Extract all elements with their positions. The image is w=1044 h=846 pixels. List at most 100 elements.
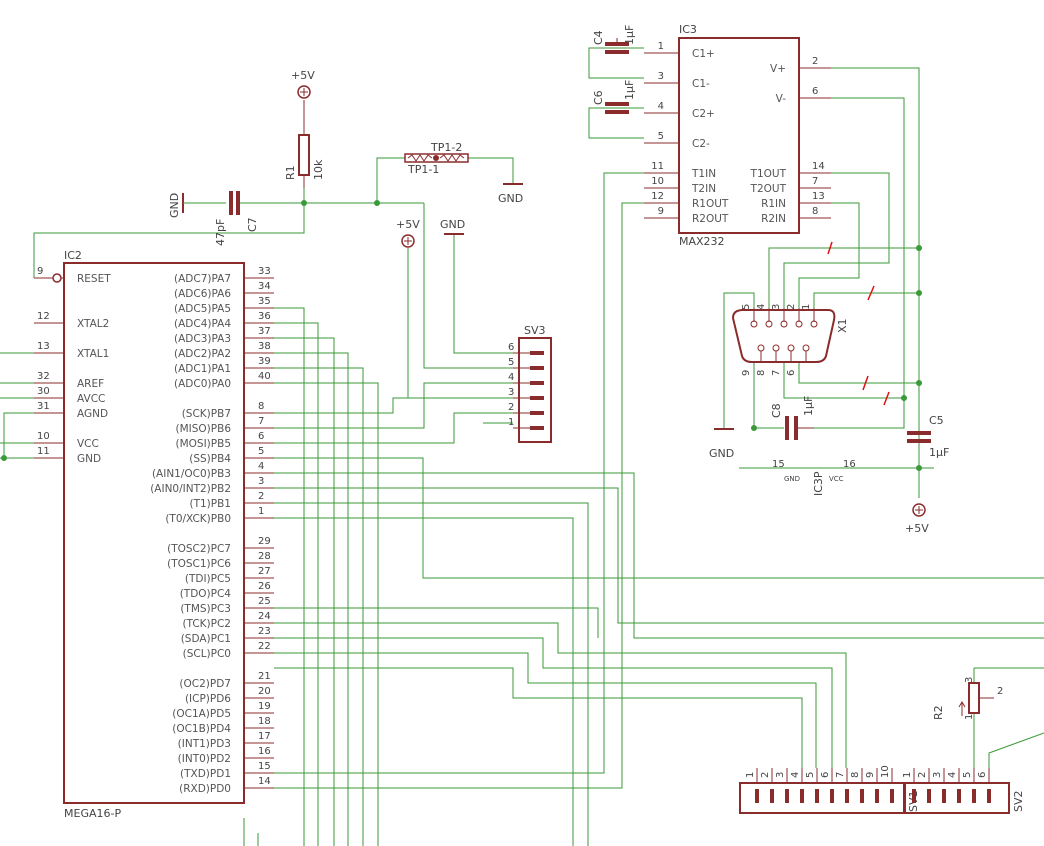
vcc-symbol-r1: +5V: [291, 69, 315, 99]
capacitor-c6[interactable]: C6 1µF: [592, 80, 636, 114]
sv1-pin-number: 2: [760, 772, 771, 778]
ic2-pin-label: (OC1A)PD5: [172, 708, 231, 720]
ic2-pin-number: 25: [258, 596, 271, 607]
capacitor-c5[interactable]: C5 1µF: [907, 414, 949, 459]
wires: [0, 47, 1044, 846]
vcc-label-r1: +5V: [291, 69, 315, 82]
x1-pin-contact: [810, 320, 818, 328]
ic3-name: IC3: [679, 23, 697, 36]
ic2-pin-label: (INT1)PD3: [178, 738, 231, 750]
ic2-pin-label: AREF: [77, 378, 104, 390]
ic2-pin-label: (OC1B)PD4: [172, 723, 231, 735]
sv2-pin-contact: [987, 789, 991, 803]
junctions: [1, 200, 922, 471]
ic3-left-pins: 1C1+3C1-4C2+5C2-11T1IN10T2IN12R1OUT9R2OU…: [644, 41, 729, 225]
ic3-pin-number: 6: [812, 86, 818, 97]
ic2-pin-number: 40: [258, 371, 271, 382]
sv2-pin-number: 1: [902, 772, 913, 778]
c5-name: C5: [929, 414, 944, 427]
resistor-r1[interactable]: R1 10k: [284, 100, 325, 188]
ic2-pin-number: 24: [258, 611, 271, 622]
ic2-pin-label: (T0/XCK)PB0: [165, 513, 231, 525]
sv3-pin-number: 2: [508, 402, 514, 413]
sv3-pin-contact: [530, 411, 544, 415]
ic2-pin-label: (T1)PB1: [189, 498, 231, 510]
capacitor-c4[interactable]: C4 1µF: [592, 25, 636, 54]
sv2-pin-number: 3: [932, 772, 943, 778]
sv1-pin-number: 10: [880, 765, 891, 778]
x1-pin-contact: [757, 344, 765, 352]
x1-pin-number: 2: [786, 304, 797, 310]
ic2-pin-label: (MOSI)PB5: [176, 438, 232, 450]
ic2-pin-label: (SDA)PC1: [181, 633, 231, 645]
x1-pin-contact: [765, 320, 773, 328]
sv1-pin-contact: [875, 789, 879, 803]
ic2-atmega16[interactable]: IC2 MEGA16-P 9RESET12XTAL213XTAL132AREF3…: [34, 249, 274, 820]
ic2-pin-number: 18: [258, 716, 271, 727]
ic3-pin-label: C2-: [692, 138, 710, 150]
ic3-max232[interactable]: IC3 MAX232 1C1+3C1-4C2+5C2-11T1IN10T2IN1…: [644, 23, 831, 248]
ic2-pin-number: 38: [258, 341, 271, 352]
sv1-pin-number: 9: [865, 772, 876, 778]
ic2-pin-number: 1: [258, 506, 264, 517]
x1-pin-number: 9: [741, 370, 752, 376]
sv2-pin-contact: [912, 789, 916, 803]
ic3-pin-number: 4: [658, 101, 664, 112]
ic2-pin-number: 32: [37, 371, 50, 382]
ic2-pin-number: 22: [258, 641, 271, 652]
ic2-pin-label: (ADC2)PA2: [174, 348, 231, 360]
ic2-pin-label: AVCC: [77, 393, 105, 405]
ic3p-power[interactable]: 15 GND 16 VCC IC3P: [772, 459, 856, 496]
ic3p-gnd-label: GND: [784, 475, 800, 483]
ic2-pin-label: (TDI)PC5: [185, 573, 231, 585]
x1-pin-contact: [750, 320, 758, 328]
x1-pin-number: 6: [786, 370, 797, 376]
gnd-symbol-sv3: GND: [440, 218, 465, 235]
ic3-pin-number: 13: [812, 191, 825, 202]
sv2-pin-contact: [972, 789, 976, 803]
ic2-pin-number: 5: [258, 446, 264, 457]
ic3-part: MAX232: [679, 235, 725, 248]
x1-pin-contact: [772, 344, 780, 352]
ic2-pin-number: 37: [258, 326, 271, 337]
ic2-pin-number: 12: [37, 311, 50, 322]
x1-pin-contact: [802, 344, 810, 352]
ic3-pin-number: 7: [812, 176, 818, 187]
capacitor-c8[interactable]: C8 1µF: [770, 396, 815, 440]
ic2-part: MEGA16-P: [64, 807, 121, 820]
sv3-pin-number: 5: [508, 357, 514, 368]
ic2-pin-number: 3: [258, 476, 264, 487]
ic2-pin-number: 20: [258, 686, 271, 697]
sv1-pin-contact: [830, 789, 834, 803]
ic2-pin-label: VCC: [77, 438, 99, 450]
ic2-pin-label: (MISO)PB6: [176, 423, 232, 435]
capacitor-c7[interactable]: 47pF C7: [214, 191, 259, 246]
tp1-bottom-label: TP1-1: [407, 163, 439, 176]
ic2-pin-label: (RXD)PD0: [179, 783, 231, 795]
sv1-pin-number: 3: [775, 772, 786, 778]
ic3-pin-label: C1+: [692, 48, 715, 60]
sv3-pin-number: 1: [508, 417, 514, 428]
ic3-pin-label: V-: [776, 93, 787, 105]
ic2-pin-label: XTAL2: [77, 318, 109, 330]
ic2-pin-label: (TOSC2)PC7: [167, 543, 231, 555]
sv2-pin-number: 4: [947, 772, 958, 778]
ic2-pin-number: 28: [258, 551, 271, 562]
sv3-name: SV3: [524, 324, 546, 337]
sv1-pin-contact: [815, 789, 819, 803]
ic2-pin-number: 31: [37, 401, 50, 412]
sv1-pin-number: 4: [790, 772, 801, 778]
testpoint-tp1[interactable]: TP1-2 TP1-1: [404, 141, 469, 176]
ic2-pin-number: 9: [37, 266, 43, 277]
sv1-pin-number: 7: [835, 772, 846, 778]
potentiometer-r2[interactable]: R2 1 2 3: [932, 677, 1003, 720]
x1-pin-number: 1: [801, 304, 812, 310]
sv1-pin-number: 5: [805, 772, 816, 778]
x1-name: X1: [836, 318, 849, 333]
gnd-label-x1: GND: [709, 447, 734, 460]
